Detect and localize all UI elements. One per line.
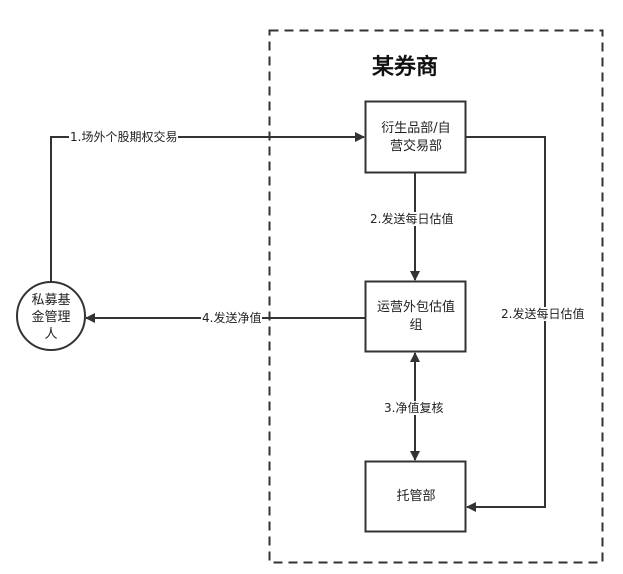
- edge-daily-valuation-to-custody: [466, 136, 546, 512]
- fund-manager-line2: 金管理: [31, 309, 71, 325]
- ops-valuation-box[interactable]: [364, 280, 467, 353]
- ops-label-line1: 运营外包估值: [376, 300, 455, 315]
- fund-manager-line1: 私募基: [31, 292, 71, 308]
- derivatives-label-line2: 营交易部: [389, 138, 442, 154]
- ops-valuation-label: 运营外包估值组: [366, 282, 466, 352]
- ops-label-line2: 组: [409, 318, 423, 333]
- fund-manager-line3: 人: [44, 326, 58, 342]
- container-title: 某券商: [372, 55, 439, 80]
- edge-label-send-nav: 4.发送净值: [201, 311, 263, 325]
- fund-manager-label: 私募基金管理人: [17, 284, 85, 350]
- edge-label-daily-valuation-2: 2.发送每日估值: [500, 307, 586, 321]
- edge-otc-option-trade: [50, 132, 365, 282]
- derivatives-dept-box[interactable]: [364, 100, 467, 174]
- edge-label-otc-option-trade: 1.场外个股期权交易: [69, 130, 179, 144]
- derivatives-label-line1: 衍生品部/自: [381, 120, 451, 136]
- custody-label-line1: 托管部: [396, 489, 436, 504]
- custody-dept-label: 托管部: [366, 462, 466, 532]
- securities-firm-container: [268, 29, 604, 564]
- edge-label-daily-valuation-1: 2.发送每日估值: [369, 212, 455, 226]
- derivatives-dept-label: 衍生品部/自营交易部: [366, 102, 466, 173]
- custody-dept-box[interactable]: [364, 460, 467, 533]
- edge-label-nav-review: 3.净值复核: [383, 401, 445, 415]
